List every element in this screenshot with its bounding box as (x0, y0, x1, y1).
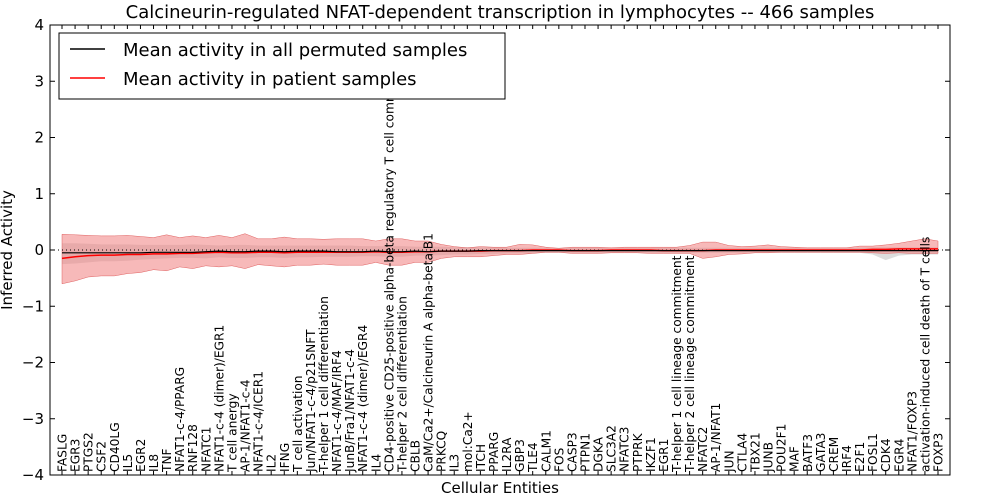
x-category-label: PTPN1 (579, 433, 593, 472)
y-tick-label: 2 (34, 129, 44, 147)
x-category-label: T cell activation (291, 375, 305, 473)
y-axis-title: Inferred Activity (0, 190, 16, 310)
x-category-label: ITCH (474, 444, 488, 472)
legend: Mean activity in all permuted samples Me… (58, 32, 506, 100)
x-category-label: CaM/Ca2+/Calcineurin A alpha-beta B1 (422, 233, 436, 472)
x-category-label: JUNB (762, 442, 776, 473)
y-tick-label: 4 (34, 16, 44, 34)
x-category-label: CD4-positive CD25-positive alpha-beta re… (382, 50, 396, 472)
x-category-label: T-helper 1 cell lineage commitment (670, 255, 684, 473)
x-category-label: NFAT1-c-4 (dimer)/EGR1 (212, 325, 226, 472)
x-category-label: IL5 (121, 454, 135, 472)
x-category-label: IL8 (147, 454, 161, 472)
series-line-permuted (62, 250, 938, 254)
y-tick-label: −2 (22, 354, 44, 372)
x-category-label: AP-1/NFAT1 (709, 403, 723, 472)
x-category-label: EGR2 (134, 439, 148, 472)
x-category-label: FOXP3 (932, 433, 946, 472)
x-category-label: Jun/NFAT1-c-4/p21SNFT (304, 329, 318, 473)
x-category-label: NFATC1 (199, 427, 213, 472)
x-category-label: CSF2 (95, 441, 109, 472)
x-category-label: NFAT1-c-4 (dimer)/EGR4 (356, 325, 370, 472)
x-category-label: T-helper 1 cell differentiation (317, 296, 331, 473)
band-patient (61, 233, 939, 285)
legend-box (58, 32, 506, 100)
x-category-label: TNF (160, 448, 174, 473)
y-tick-label: −1 (22, 297, 44, 315)
x-category-label: TLE4 (526, 442, 540, 473)
x-axis-title: Cellular Entities (441, 479, 559, 497)
x-category-label: PRKCQ (435, 431, 449, 472)
x-category-label: IL4 (369, 454, 383, 472)
x-category-label: mol:Ca2+ (461, 411, 475, 472)
x-category-label: NFATC3 (618, 427, 632, 472)
x-category-label: IL2RA (500, 437, 514, 472)
x-category-label: FASLG (56, 434, 70, 472)
x-category-label: JUN (722, 450, 736, 473)
x-category-label: JunB/Fra1/NFAT1-c-4 (343, 349, 357, 473)
x-category-label: TBX21 (749, 432, 763, 473)
x-category-label: GATA3 (814, 433, 828, 472)
x-category-label: EGR3 (69, 439, 83, 472)
x-category-label: EGR4 (892, 438, 906, 472)
x-category-label: CASP3 (565, 432, 579, 472)
x-category-label: IL3 (448, 454, 462, 472)
x-category-label: CREM (827, 437, 841, 472)
chart-title: Calcineurin-regulated NFAT-dependent tra… (126, 2, 875, 23)
x-category-label: PTPRK (631, 432, 645, 472)
x-category-label: CDK4 (879, 438, 893, 472)
x-category-label: T-helper 2 cell lineage commitment (683, 255, 697, 473)
x-category-label: NFAT1/FOXP3 (905, 391, 919, 472)
x-category-label: T cell anergy (226, 393, 240, 473)
x-category-label: GBP3 (513, 439, 527, 472)
x-category-label: IRF4 (840, 445, 854, 472)
legend-label-patient: Mean activity in patient samples (123, 69, 417, 90)
x-category-label: IL2 (265, 454, 279, 472)
x-category-label: CALM1 (539, 430, 553, 472)
y-tick-label: 1 (34, 185, 44, 203)
x-category-label: activation-induced cell death of T cells (918, 237, 932, 472)
x-category-label: SLC3A2 (605, 425, 619, 472)
x-category-label: CD40LG (108, 422, 122, 472)
y-tick-label: 0 (34, 241, 44, 259)
x-category-label: POU2F1 (775, 424, 789, 472)
y-tick-label: −3 (22, 410, 44, 428)
x-category-label: IFNG (278, 443, 292, 472)
x-category-label: EGR1 (657, 439, 671, 472)
x-category-label: NFATC2 (696, 427, 710, 472)
x-category-label: NFAT1-c-4/MAF/IRF4 (330, 350, 344, 472)
x-category-label: NFAT1-c-4/ICER1 (252, 371, 266, 472)
x-category-label: BATF3 (801, 434, 815, 472)
x-category-label: IKZF1 (644, 437, 658, 472)
x-category-label: FOSL1 (866, 433, 880, 472)
x-category-label: RNF128 (186, 424, 200, 472)
x-category-label: AP-1/NFAT1-c-4 (239, 379, 253, 472)
x-category-label: DGKA (592, 436, 606, 472)
x-category-label: CTLA4 (735, 433, 749, 472)
y-tick-label: −4 (22, 466, 44, 484)
x-category-label: PPARG (487, 432, 501, 472)
x-category-label: E2F1 (853, 442, 867, 472)
x-category-label: FOS (552, 447, 566, 472)
x-category-label: NFAT1-c-4/PPARG (173, 367, 187, 472)
x-category-label: CBLB (409, 440, 423, 472)
y-tick-label: 3 (34, 72, 44, 90)
legend-label-permuted: Mean activity in all permuted samples (123, 40, 467, 61)
x-category-label: MAF (788, 446, 802, 472)
x-category-label: PTGS2 (82, 432, 96, 472)
x-category-label: T-helper 2 cell differentiation (395, 296, 409, 473)
